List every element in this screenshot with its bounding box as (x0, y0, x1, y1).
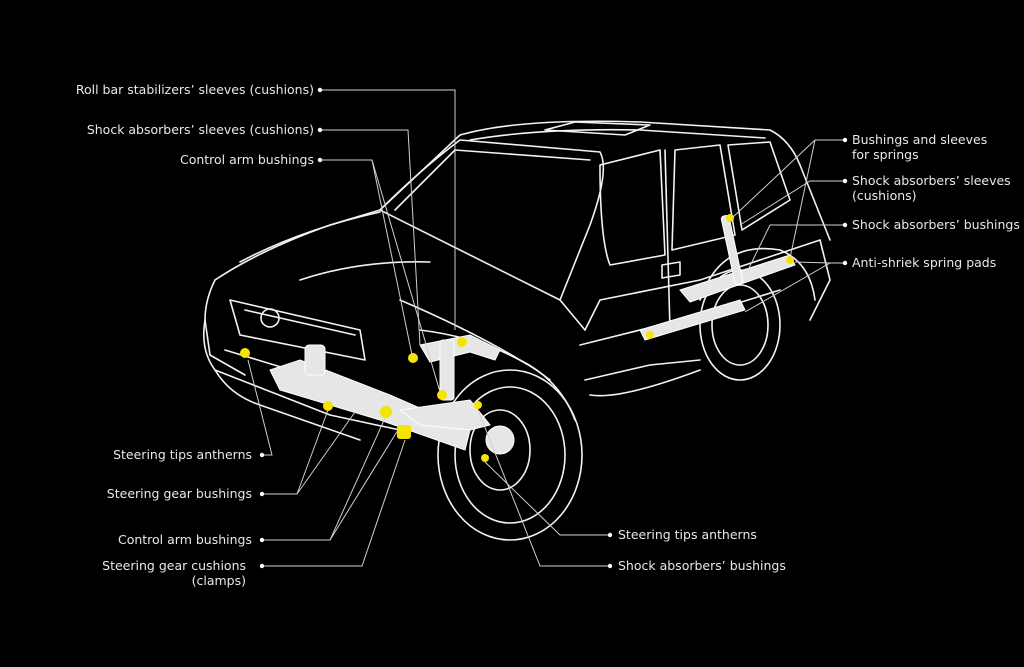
leader-lines (247, 89, 845, 567)
label-steering-tips-right: Steering tips antherns (618, 527, 757, 542)
label-line: Shock absorbers’ sleeves (852, 173, 1011, 188)
bushing-marker (646, 331, 654, 339)
label-line: Bushings and sleeves (852, 132, 988, 147)
highlighted-bushings (240, 214, 794, 462)
bushing-marker (408, 353, 418, 363)
label-rear-shock-bushings: Shock absorbers’ bushings (852, 217, 1020, 232)
label-spring-bushings: Bushings and sleeves for springs (852, 132, 987, 162)
label-front-shock-sleeves: Shock absorbers’ sleeves (cushions) (86, 122, 314, 137)
bushing-marker (726, 214, 734, 222)
label-line: (cushions) (852, 188, 917, 203)
bushing-marker (437, 390, 447, 400)
bushing-marker (380, 406, 392, 418)
label-front-shock-bushings: Shock absorbers’ bushings (618, 558, 786, 573)
label-steering-gear-bushings: Steering gear bushings (106, 486, 252, 501)
bushing-marker (323, 401, 333, 411)
label-steering-tips-left: Steering tips antherns (113, 447, 252, 462)
label-steering-gear-cushions: Steering gear cushions (clamps) (102, 558, 246, 588)
label-line: (clamps) (191, 573, 246, 588)
bushing-marker (474, 401, 482, 409)
suspension-parts (269, 214, 796, 455)
label-line: Steering gear cushions (102, 558, 246, 573)
label-line: for springs (852, 147, 919, 162)
bushing-marker (786, 256, 794, 264)
bushing-marker (481, 454, 489, 462)
label-control-arm-bushings-top: Control arm bushings (179, 152, 314, 167)
bushing-marker (457, 337, 467, 347)
bushing-marker (240, 348, 250, 358)
bushing-marker (397, 425, 411, 439)
car-outline (202, 120, 831, 541)
label-roll-bar-sleeves: Roll bar stabilizers’ sleeves (cushions) (75, 82, 314, 97)
leader-dots (259, 87, 848, 569)
label-rear-shock-sleeves: Shock absorbers’ sleeves (cushions) (852, 173, 1011, 203)
label-control-arm-bushings-bottom: Control arm bushings (117, 532, 252, 547)
label-anti-shriek-pads: Anti-shriek spring pads (852, 255, 997, 270)
